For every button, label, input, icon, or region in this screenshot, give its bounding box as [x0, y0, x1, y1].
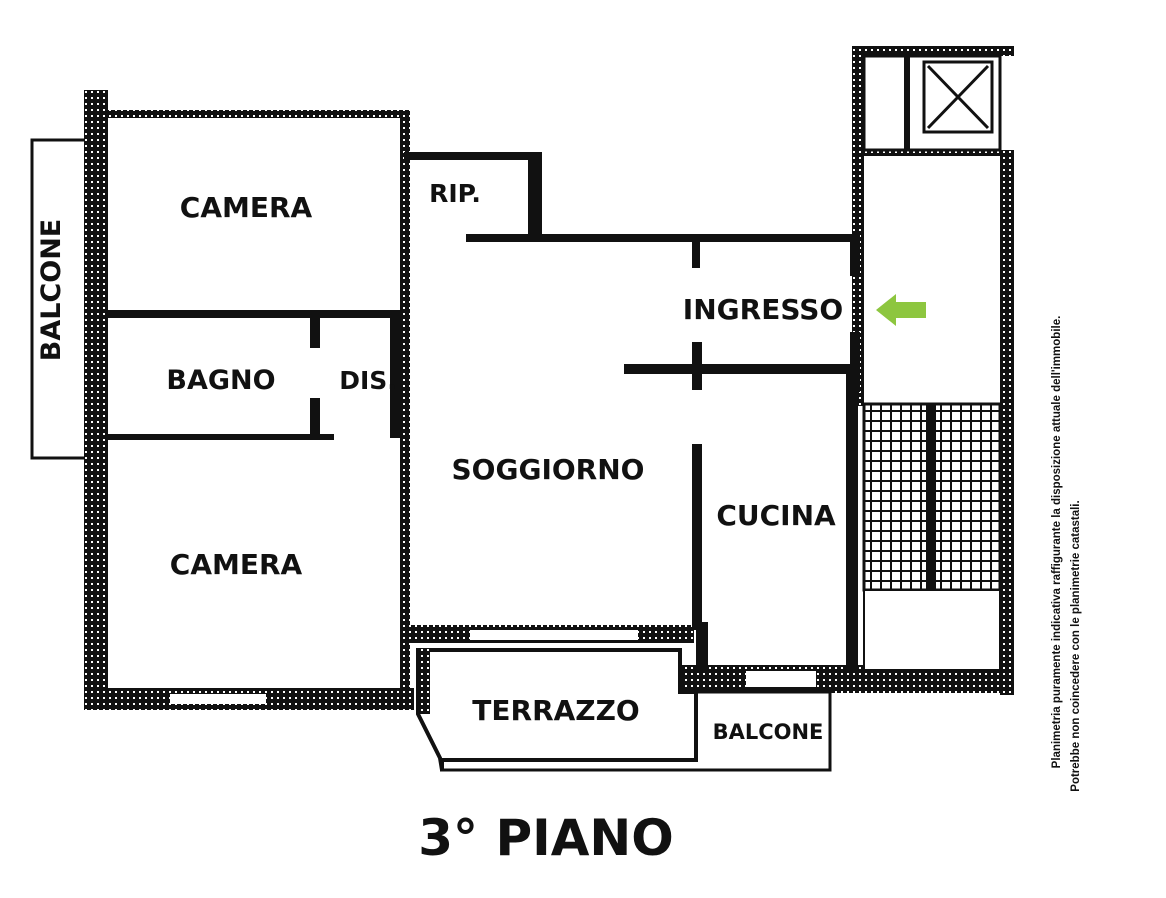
label-camera-bottom: CAMERA: [170, 548, 303, 581]
staircase-icon: [862, 402, 1002, 671]
terrace-outline: [416, 648, 698, 771]
floor-title: 3° PIANO: [418, 809, 674, 867]
label-ingresso: INGRESSO: [683, 293, 843, 326]
label-cucina: CUCINA: [716, 499, 836, 532]
interior-walls: [108, 152, 860, 670]
label-dis: DIS.: [339, 366, 397, 395]
label-rip: RIP.: [429, 179, 481, 208]
label-bagno: BAGNO: [166, 365, 275, 396]
elevator-shaft-icon: [862, 54, 1002, 152]
disclaimer-line-1: Planimetria puramente indicativa raffigu…: [1051, 316, 1063, 769]
arrow-left-icon: [876, 294, 926, 326]
label-camera-top: CAMERA: [180, 191, 313, 224]
bottom-balcony-outline: [440, 690, 832, 772]
windows: [170, 630, 816, 704]
label-soggiorno: SOGGIORNO: [452, 453, 645, 486]
left-balcony-outline: [30, 138, 84, 460]
label-terrazzo: TERRAZZO: [472, 694, 639, 727]
label-balcone-bottom: BALCONE: [713, 720, 824, 744]
label-balcone-left: BALCONE: [36, 219, 67, 362]
disclaimer-line-2: Potrebbe non coincedere con le planimetr…: [1070, 500, 1082, 791]
